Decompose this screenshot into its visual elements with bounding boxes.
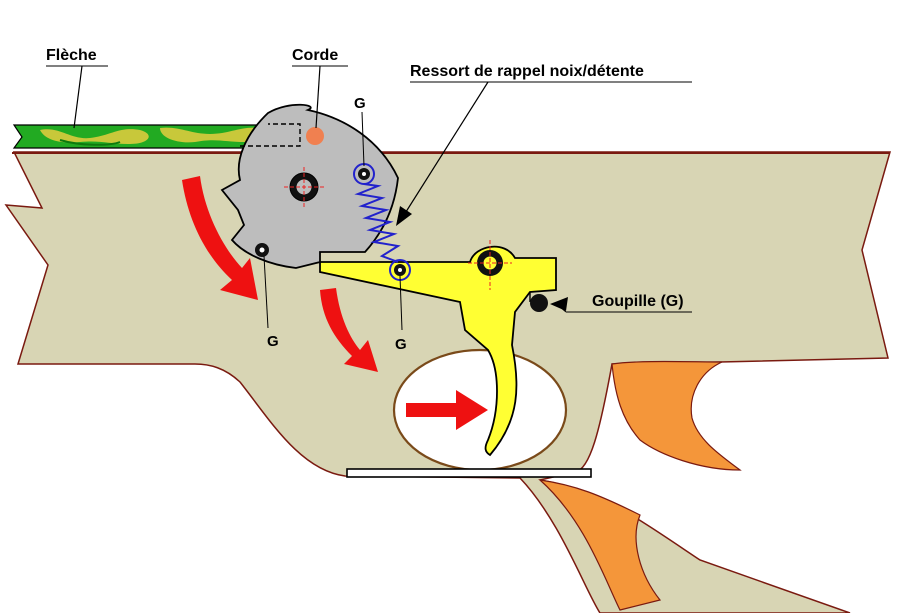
leader-g-left: [263, 255, 269, 329]
trigger-guard-plate: [346, 468, 592, 478]
label-g-mid: G: [395, 336, 407, 353]
rotation-arrow-trigger: [320, 288, 378, 372]
grip-accent-upper: [611, 360, 742, 471]
leader-g-top: [361, 111, 365, 167]
rotation-arrow-nut: [182, 176, 258, 300]
label-goupille: Goupille (G): [592, 293, 684, 310]
nut-notch: [240, 123, 301, 147]
pin-g-trigger: [394, 264, 406, 276]
pull-arrow-finger: [406, 390, 488, 430]
label-corde: Corde: [292, 47, 338, 64]
leader-goupille-head: [550, 297, 568, 311]
goupille-pin: [530, 294, 548, 312]
leader-ressort-head: [396, 206, 412, 226]
grip-accent-lower: [538, 479, 662, 611]
label-g-top: G: [354, 95, 366, 112]
pin-g-left: [255, 243, 269, 257]
leader-ressort: [403, 81, 489, 216]
string: [306, 127, 324, 145]
leader-corde: [315, 65, 321, 129]
label-fleche: Flèche: [46, 47, 97, 64]
label-g-left: G: [267, 333, 279, 350]
trigger: [319, 245, 557, 457]
pin-g-top: [358, 168, 370, 180]
label-ressort: Ressort de rappel noix/détente: [410, 63, 644, 80]
trigger-pivot: [468, 240, 512, 290]
leader-g-mid: [399, 275, 403, 331]
nut-pivot: [284, 167, 324, 207]
leader-fleche: [73, 65, 83, 129]
arrow-shaft: [12, 124, 291, 149]
